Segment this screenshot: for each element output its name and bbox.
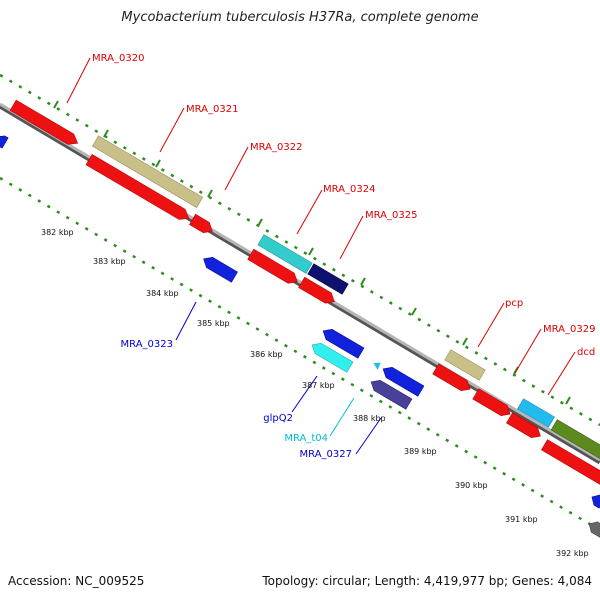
- outer-tick-track: [0, 73, 600, 427]
- gene-label-mra-0329[interactable]: MRA_0329: [543, 324, 595, 335]
- gene-arrow-pcp[interactable]: [444, 349, 486, 381]
- kbp-tick-label: 386 kbp: [250, 350, 283, 359]
- gene-label-dcd[interactable]: dcd: [577, 347, 595, 358]
- gene-arrow-glpq2-cyan[interactable]: [309, 340, 354, 373]
- gene-arrow-gray-end[interactable]: [586, 519, 600, 538]
- leader-lines-red: [66, 57, 576, 396]
- gene-arrow-mra-0321[interactable]: [92, 135, 204, 208]
- accession-text: Accession: NC_009525: [8, 574, 145, 588]
- gene-arrow-blue-end[interactable]: [589, 492, 600, 509]
- gene-arrow-red-end[interactable]: [541, 439, 600, 487]
- kbp-tick-label: 388 kbp: [353, 414, 386, 423]
- gene-label-pcp[interactable]: pcp: [505, 298, 523, 309]
- gene-arrow-mra-0327-b[interactable]: [368, 377, 413, 410]
- kbp-tick-label: 392 kbp: [556, 549, 589, 558]
- gene-arrow-mra-0320[interactable]: [9, 99, 81, 148]
- outer-major-ticks: [53, 100, 571, 405]
- genome-backbone: [0, 102, 600, 462]
- kbp-tick-label: 389 kbp: [404, 447, 437, 456]
- kbp-tick-label: 383 kbp: [93, 257, 126, 266]
- gene-arrow-mra-0329[interactable]: [472, 388, 514, 420]
- gene-arrow-mra-0321-b[interactable]: [85, 154, 192, 223]
- kbp-tick-label: 391 kbp: [505, 515, 538, 524]
- gene-label-mra-0322[interactable]: MRA_0322: [250, 142, 302, 153]
- gene-arrow-mra-0325-b[interactable]: [298, 276, 338, 307]
- gene-arrow-mra-0323[interactable]: [200, 254, 238, 283]
- genome-summary-text: Topology: circular; Length: 4,419,977 bp…: [262, 574, 592, 588]
- gene-arrow-left-blue[interactable]: [0, 132, 9, 149]
- kbp-tick-label: 385 kbp: [197, 319, 230, 328]
- gene-arrow-mra-t04[interactable]: [372, 360, 382, 370]
- gene-label-glpq2[interactable]: glpQ2: [263, 413, 293, 424]
- gene-label-mra-0327[interactable]: MRA_0327: [300, 449, 352, 460]
- inner-tick-track: [0, 176, 600, 532]
- gene-arrow-glpq2[interactable]: [320, 326, 365, 359]
- gene-label-mra-0320[interactable]: MRA_0320: [92, 53, 144, 64]
- gene-arrow-mra-0325[interactable]: [307, 263, 349, 295]
- gene-arrow-olive[interactable]: [550, 419, 600, 466]
- gene-arrow-mra-0324[interactable]: [257, 234, 313, 274]
- kbp-tick-label: 382 kbp: [41, 228, 74, 237]
- kbp-tick-label: 384 kbp: [146, 289, 179, 298]
- kbp-label-layer: 382 kbp 383 kbp 384 kbp 385 kbp 386 kbp 387 k…: [41, 228, 589, 558]
- gene-arrow-dcd-cyan[interactable]: [517, 398, 555, 428]
- gene-label-mra-0325[interactable]: MRA_0325: [365, 210, 417, 221]
- gene-arrow-mra-0324-b[interactable]: [247, 248, 301, 287]
- gene-arrow-mra-0322[interactable]: [189, 213, 215, 236]
- gene-label-mra-0321[interactable]: MRA_0321: [186, 104, 238, 115]
- kbp-tick-label: 387 kbp: [302, 381, 335, 390]
- gene-label-mra-0324[interactable]: MRA_0324: [323, 184, 375, 195]
- gene-label-layer: MRA_0320MRA_0321MRA_0322MRA_0324MRA_0325…: [92, 53, 595, 460]
- kbp-tick-label: 390 kbp: [455, 481, 488, 490]
- gene-arrow-pcp-b[interactable]: [432, 363, 474, 395]
- gene-label-mra-0323[interactable]: MRA_0323: [121, 339, 173, 350]
- gene-label-mra-t04[interactable]: MRA_t04: [284, 433, 328, 444]
- gene-arrow-dcd[interactable]: [506, 412, 543, 442]
- map-title: Mycobacterium tuberculosis H37Ra, comple…: [121, 10, 479, 25]
- gene-arrow-mra-0327[interactable]: [380, 364, 425, 397]
- leader-lines-blue: [175, 301, 382, 455]
